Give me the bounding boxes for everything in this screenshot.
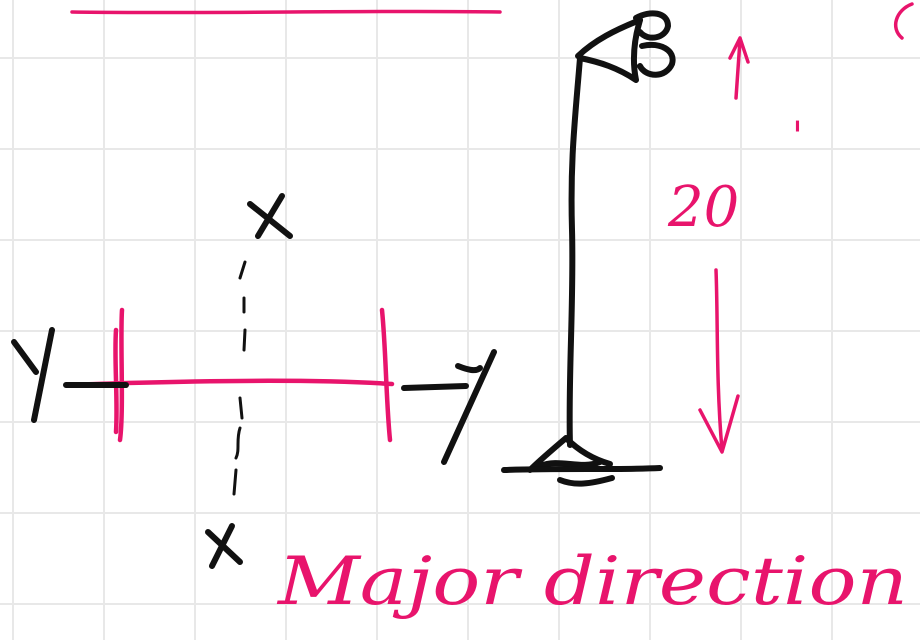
corner-pink-mark <box>893 2 914 40</box>
left-section-mark <box>113 307 125 443</box>
height-dimension <box>698 36 750 454</box>
y-left-label <box>11 327 129 423</box>
pole-base <box>527 435 615 487</box>
top-pink-line <box>70 9 502 15</box>
height-prime: ' <box>792 114 803 160</box>
x-axis-dashed <box>232 260 247 496</box>
caption-major-direction: Major direction <box>277 543 908 620</box>
light-pole <box>501 10 676 487</box>
right-section-mark <box>379 307 393 443</box>
height-label: 20 <box>667 175 739 240</box>
luminaire-head <box>577 10 676 83</box>
ground-line <box>501 465 663 473</box>
dimension-arrow-up <box>728 36 750 100</box>
x-top-label <box>247 193 293 239</box>
pole-shaft <box>566 55 583 448</box>
x-bottom-label <box>205 523 243 569</box>
pole-arm <box>575 17 643 59</box>
y-right-label <box>401 349 497 465</box>
dimension-arrow-down <box>698 268 740 454</box>
